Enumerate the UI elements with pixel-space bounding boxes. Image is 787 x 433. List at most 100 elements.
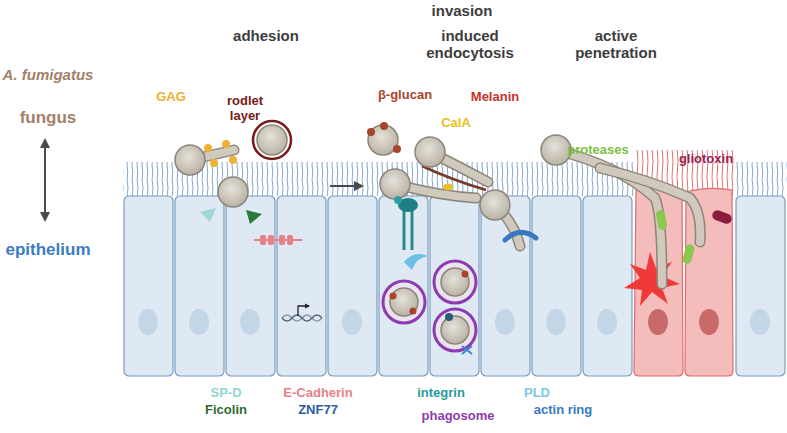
cadherin-bead [279,235,285,245]
penetration-fungi [541,135,733,306]
text-label: GAG [156,90,186,105]
cadherin-bead [268,235,274,245]
rodlet-layer [253,121,291,159]
gliotoxin-symbol [711,209,733,225]
e-cadherin [254,235,302,245]
conidium [390,288,418,316]
cala-protein [443,184,453,191]
text-label: Ficolin [205,403,247,418]
pld-symbol [404,254,428,270]
dna-strand [282,315,322,321]
gag-dot [204,144,212,152]
text-label: SP-D [210,386,241,401]
beta-glucan-dot [462,271,469,278]
conidium [175,145,205,175]
epithelial-cells [124,187,785,376]
nucleus [240,309,260,335]
dna [282,306,322,321]
nucleus [597,309,617,335]
text-label: gliotoxin [679,152,733,167]
nucleus [189,309,209,335]
damage-burst [624,252,680,306]
nucleus [750,309,770,335]
sp-d-symbol [200,208,216,222]
nucleus [342,309,362,335]
conidium [380,169,410,199]
protease [682,243,696,265]
melanin-layer [422,166,486,190]
beta-glucan-dot [367,128,375,136]
endocytosis-fungi [367,122,536,354]
beta-glucan-dot [390,293,397,300]
nucleus [699,309,719,335]
text-label: actin ring [534,403,593,418]
integrin-chain [403,206,406,250]
epithelial-cell [277,196,326,376]
conidium [415,137,445,167]
beta-glucan-dot [410,308,417,315]
cadherin-bead [287,235,293,245]
phagosome-marker [445,313,453,321]
text-label: invasion [432,2,493,19]
phagosome [383,281,425,323]
text-label: adhesion [233,27,299,44]
gag-dot [229,156,237,164]
conidium [541,135,571,165]
text-label: fungus [20,108,77,128]
text-label: induced endocytosis [423,27,517,62]
epithelial-cell [226,196,275,376]
text-label: integrin [417,386,465,401]
damaged-cell [685,188,733,376]
adhesion-fungi [175,121,291,224]
actin-ring [505,232,536,240]
beta-glucan-dot [393,145,401,153]
hypha [600,168,700,242]
double-arrow [44,140,46,220]
integrin-chain [411,206,414,250]
text-label: ZNF77 [298,403,338,418]
text-label: CalA [441,116,471,131]
text-label: active penetration [569,27,663,62]
integrin-head [394,196,402,204]
beta-glucan-dot [380,122,388,130]
hypha-outline [600,168,700,242]
epithelial-cell [379,196,428,376]
conidium [218,177,248,207]
epithelial-cell [124,196,173,376]
phagosome-marker [462,346,472,354]
nucleus [546,309,566,335]
ficolin-symbol [246,210,262,224]
conidium [441,268,469,296]
epithelial-cell [532,196,581,376]
epithelial-cell [736,196,785,376]
transcription-arrow [298,306,309,316]
text-label: β-glucan [378,88,432,103]
conidium [441,316,469,344]
nucleus [495,309,515,335]
text-label: PLD [524,386,550,401]
epithelial-cell [430,196,479,376]
text-label: Melanin [471,90,519,105]
text-label: epithelium [5,240,90,260]
epithelial-cell [481,196,530,376]
cilia [735,162,787,196]
conidium [480,190,510,220]
text-label: phagosome [422,409,495,424]
text-label: A. fumigatus [3,66,94,83]
phagosome [434,261,476,303]
protease [655,209,667,230]
conidium [257,125,287,155]
text-label: rodlet layer [221,94,269,124]
phagosome [434,309,476,351]
nucleus [648,309,668,335]
epithelial-cell [583,196,632,376]
epithelial-cell [175,196,224,376]
text-label: E-Cadherin [283,386,352,401]
cadherin-bead [260,235,266,245]
epithelial-cell [328,196,377,376]
gag-dot [210,159,218,167]
nucleus [138,309,158,335]
